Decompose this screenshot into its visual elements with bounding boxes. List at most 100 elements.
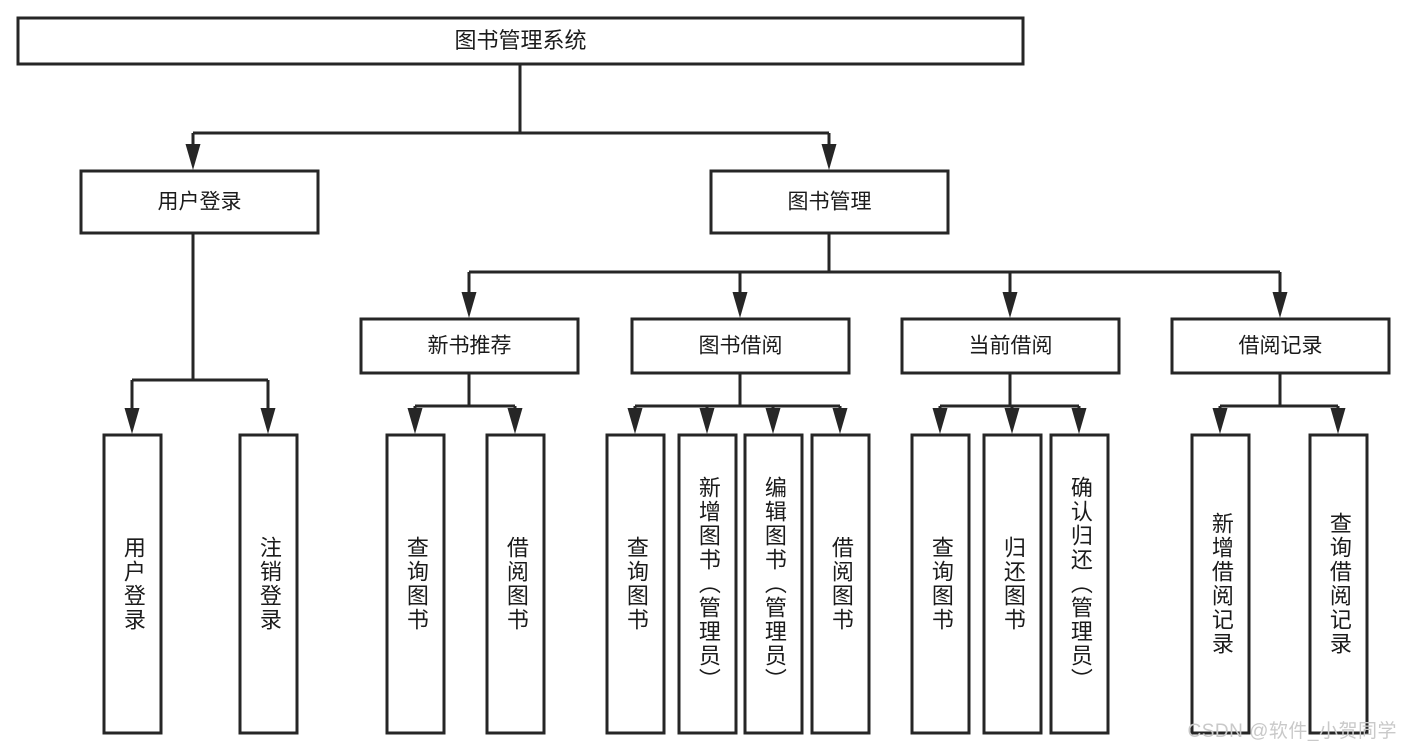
node-box-leaf-query-record[interactable] (1308, 433, 1369, 735)
node-current-borrow[interactable]: 当前借阅 (900, 317, 1121, 375)
nodes-layer: 图书管理系统用户登录图书管理新书推荐图书借阅当前借阅借阅记录用户登录注销登录查询… (16, 16, 1391, 735)
node-label-book-borrow: 图书借阅 (699, 335, 783, 358)
arrow-head-icon (832, 408, 848, 434)
node-leaf-add-record[interactable]: 新增借阅记录 (1190, 433, 1251, 735)
node-leaf-query-record[interactable]: 查询借阅记录 (1308, 433, 1369, 735)
node-box-root[interactable] (16, 16, 1025, 66)
arrow-head-icon (461, 292, 477, 318)
node-book-manage[interactable]: 图书管理 (709, 169, 950, 235)
node-leaf-borrow-book-2[interactable]: 借阅图书 (810, 433, 871, 735)
connector-root (185, 64, 837, 170)
node-leaf-user-login[interactable]: 用户登录 (102, 433, 163, 735)
connectors-layer (124, 64, 1346, 434)
node-label-leaf-add-record: 新增借阅记录 (1208, 512, 1234, 656)
node-label-leaf-user-login: 用户登录 (120, 536, 146, 632)
arrow-head-icon (1071, 408, 1087, 434)
node-label-wrap-leaf-query-book-3: 查询图书 (928, 536, 954, 632)
node-label-book-manage: 图书管理 (788, 191, 872, 214)
node-box-leaf-add-book[interactable] (677, 433, 738, 735)
arrow-head-icon (732, 292, 748, 318)
node-box-leaf-logout[interactable] (238, 433, 299, 735)
arrow-head-icon (185, 144, 201, 170)
connector-current-borrow (932, 373, 1087, 434)
node-label-leaf-add-book: 新增图书（管理员） (695, 476, 721, 692)
connector-book-manage (461, 233, 1288, 318)
arrow-head-icon (407, 408, 423, 434)
node-leaf-query-book-2[interactable]: 查询图书 (605, 433, 666, 735)
node-new-book-rec[interactable]: 新书推荐 (359, 317, 580, 375)
node-leaf-add-book[interactable]: 新增图书（管理员） (677, 433, 738, 735)
node-label-wrap-leaf-user-login: 用户登录 (120, 536, 146, 632)
connector-user-login (124, 233, 276, 434)
node-label-wrap-leaf-logout: 注销登录 (256, 536, 282, 632)
node-box-leaf-borrow-book-2[interactable] (810, 433, 871, 735)
connector-book-borrow (627, 373, 848, 434)
node-leaf-return-book[interactable]: 归还图书 (982, 433, 1043, 735)
connector-borrow-record (1212, 373, 1346, 434)
node-box-new-book-rec[interactable] (359, 317, 580, 375)
node-user-login[interactable]: 用户登录 (79, 169, 320, 235)
arrow-head-icon (699, 408, 715, 434)
connector-new-book-rec (407, 373, 523, 434)
node-label-leaf-confirm-return: 确认归还（管理员） (1067, 476, 1093, 692)
node-label-leaf-borrow-book-2: 借阅图书 (828, 536, 854, 632)
node-label-wrap-leaf-edit-book: 编辑图书（管理员） (761, 476, 787, 692)
node-label-wrap-leaf-query-book-1: 查询图书 (403, 536, 429, 632)
node-box-leaf-query-book-3[interactable] (910, 433, 971, 735)
node-leaf-logout[interactable]: 注销登录 (238, 433, 299, 735)
node-leaf-borrow-book-1[interactable]: 借阅图书 (485, 433, 546, 735)
node-box-leaf-confirm-return[interactable] (1049, 433, 1110, 735)
node-label-wrap-leaf-borrow-book-2: 借阅图书 (828, 536, 854, 632)
node-label-wrap-leaf-add-book: 新增图书（管理员） (695, 476, 721, 692)
node-label-current-borrow: 当前借阅 (969, 335, 1053, 358)
arrow-head-icon (932, 408, 948, 434)
node-leaf-confirm-return[interactable]: 确认归还（管理员） (1049, 433, 1110, 735)
node-label-leaf-query-book-2: 查询图书 (623, 536, 649, 632)
arrow-head-icon (1002, 292, 1018, 318)
node-box-book-borrow[interactable] (630, 317, 851, 375)
node-box-leaf-edit-book[interactable] (743, 433, 804, 735)
node-box-leaf-query-book-1[interactable] (385, 433, 446, 735)
node-box-leaf-borrow-book-1[interactable] (485, 433, 546, 735)
arrow-head-icon (260, 408, 276, 434)
node-box-leaf-query-book-2[interactable] (605, 433, 666, 735)
node-leaf-query-book-3[interactable]: 查询图书 (910, 433, 971, 735)
node-label-leaf-query-book-1: 查询图书 (403, 536, 429, 632)
node-label-leaf-edit-book: 编辑图书（管理员） (761, 476, 787, 692)
arrow-head-icon (765, 408, 781, 434)
node-leaf-query-book-1[interactable]: 查询图书 (385, 433, 446, 735)
node-borrow-record[interactable]: 借阅记录 (1170, 317, 1391, 375)
node-box-leaf-user-login[interactable] (102, 433, 163, 735)
node-label-borrow-record: 借阅记录 (1239, 335, 1323, 358)
node-leaf-edit-book[interactable]: 编辑图书（管理员） (743, 433, 804, 735)
node-label-root: 图书管理系统 (454, 28, 586, 53)
node-box-current-borrow[interactable] (900, 317, 1121, 375)
node-label-wrap-leaf-borrow-book-1: 借阅图书 (503, 536, 529, 632)
node-label-leaf-logout: 注销登录 (256, 536, 282, 632)
node-label-wrap-leaf-return-book: 归还图书 (1001, 536, 1026, 632)
node-box-leaf-add-record[interactable] (1190, 433, 1251, 735)
node-label-user-login: 用户登录 (158, 191, 242, 214)
arrow-head-icon (124, 408, 140, 434)
arrow-head-icon (1272, 292, 1288, 318)
node-label-wrap-leaf-confirm-return: 确认归还（管理员） (1067, 476, 1093, 692)
node-box-leaf-return-book[interactable] (982, 433, 1043, 735)
arrow-head-icon (1330, 408, 1346, 434)
node-label-wrap-leaf-add-record: 新增借阅记录 (1208, 512, 1234, 656)
node-label-leaf-query-book-3: 查询图书 (928, 536, 954, 632)
node-label-wrap-leaf-query-book-2: 查询图书 (623, 536, 649, 632)
node-root[interactable]: 图书管理系统 (16, 16, 1025, 66)
node-box-borrow-record[interactable] (1170, 317, 1391, 375)
node-book-borrow[interactable]: 图书借阅 (630, 317, 851, 375)
arrow-head-icon (1212, 408, 1228, 434)
arrow-head-icon (627, 408, 643, 434)
node-box-user-login[interactable] (79, 169, 320, 235)
arrow-head-icon (821, 144, 837, 170)
arrow-head-icon (507, 408, 523, 434)
node-label-leaf-query-record: 查询借阅记录 (1326, 512, 1352, 656)
node-label-leaf-borrow-book-1: 借阅图书 (503, 536, 529, 632)
node-label-wrap-leaf-query-record: 查询借阅记录 (1326, 512, 1352, 656)
node-box-book-manage[interactable] (709, 169, 950, 235)
